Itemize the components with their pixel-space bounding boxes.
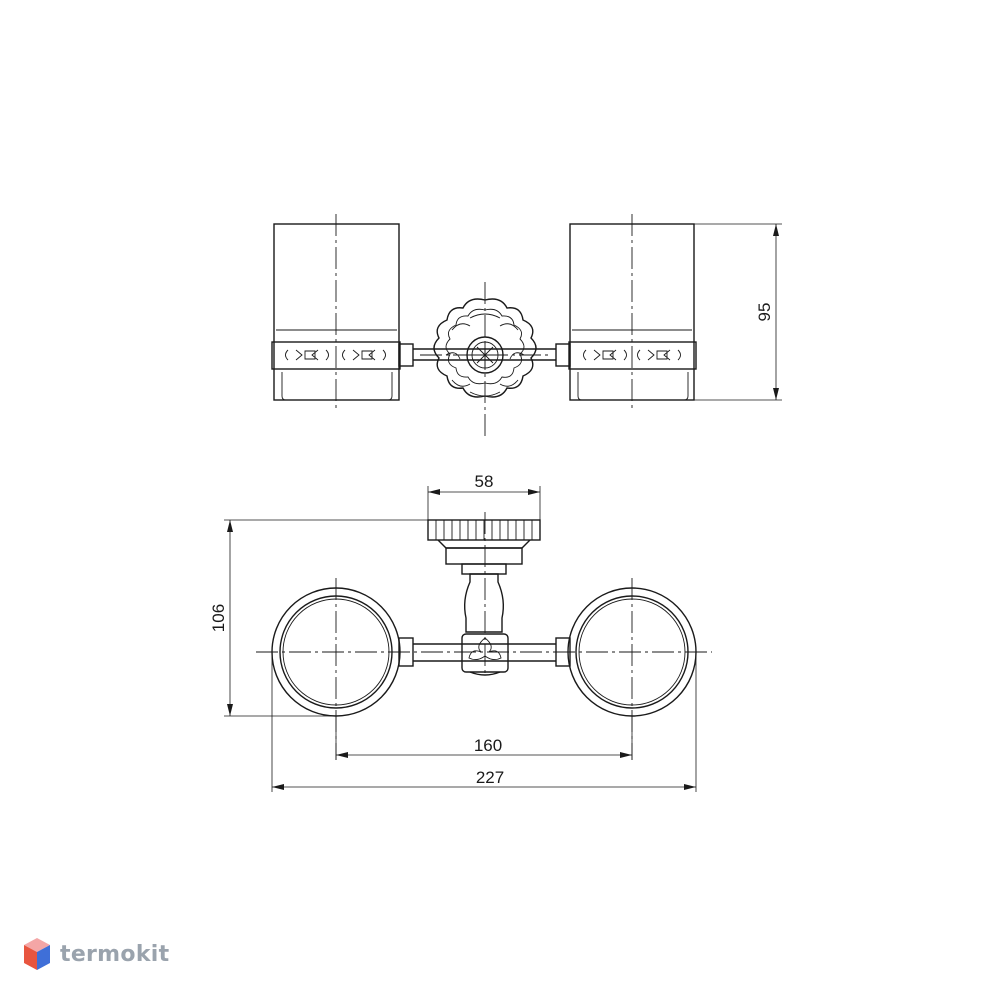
top-view: 58 106 160 227 xyxy=(209,472,712,792)
logo-cube-icon xyxy=(24,938,50,970)
left-glass-ornament xyxy=(285,349,386,361)
baluster-post xyxy=(463,573,505,633)
right-glass-ornament xyxy=(583,349,681,361)
dimension-mount-width: 58 xyxy=(427,472,541,520)
right-glass-front xyxy=(568,223,697,401)
dimension-depth: 106 xyxy=(209,519,428,717)
termokit-logo: termokit xyxy=(22,934,169,974)
dimension-mount-width-label: 58 xyxy=(475,472,494,491)
dimension-overall-width-label: 227 xyxy=(476,768,504,787)
dimension-center-distance: 160 xyxy=(335,716,633,760)
logo-text: termokit xyxy=(60,941,170,967)
dimension-center-distance-label: 160 xyxy=(474,736,502,755)
front-view: 95 xyxy=(271,214,782,440)
wall-mount xyxy=(427,519,541,575)
dimension-depth-label: 106 xyxy=(209,604,228,632)
dimension-height-label: 95 xyxy=(755,303,774,322)
dimension-height: 95 xyxy=(694,223,782,401)
dimension-overall-width: 227 xyxy=(271,652,697,792)
